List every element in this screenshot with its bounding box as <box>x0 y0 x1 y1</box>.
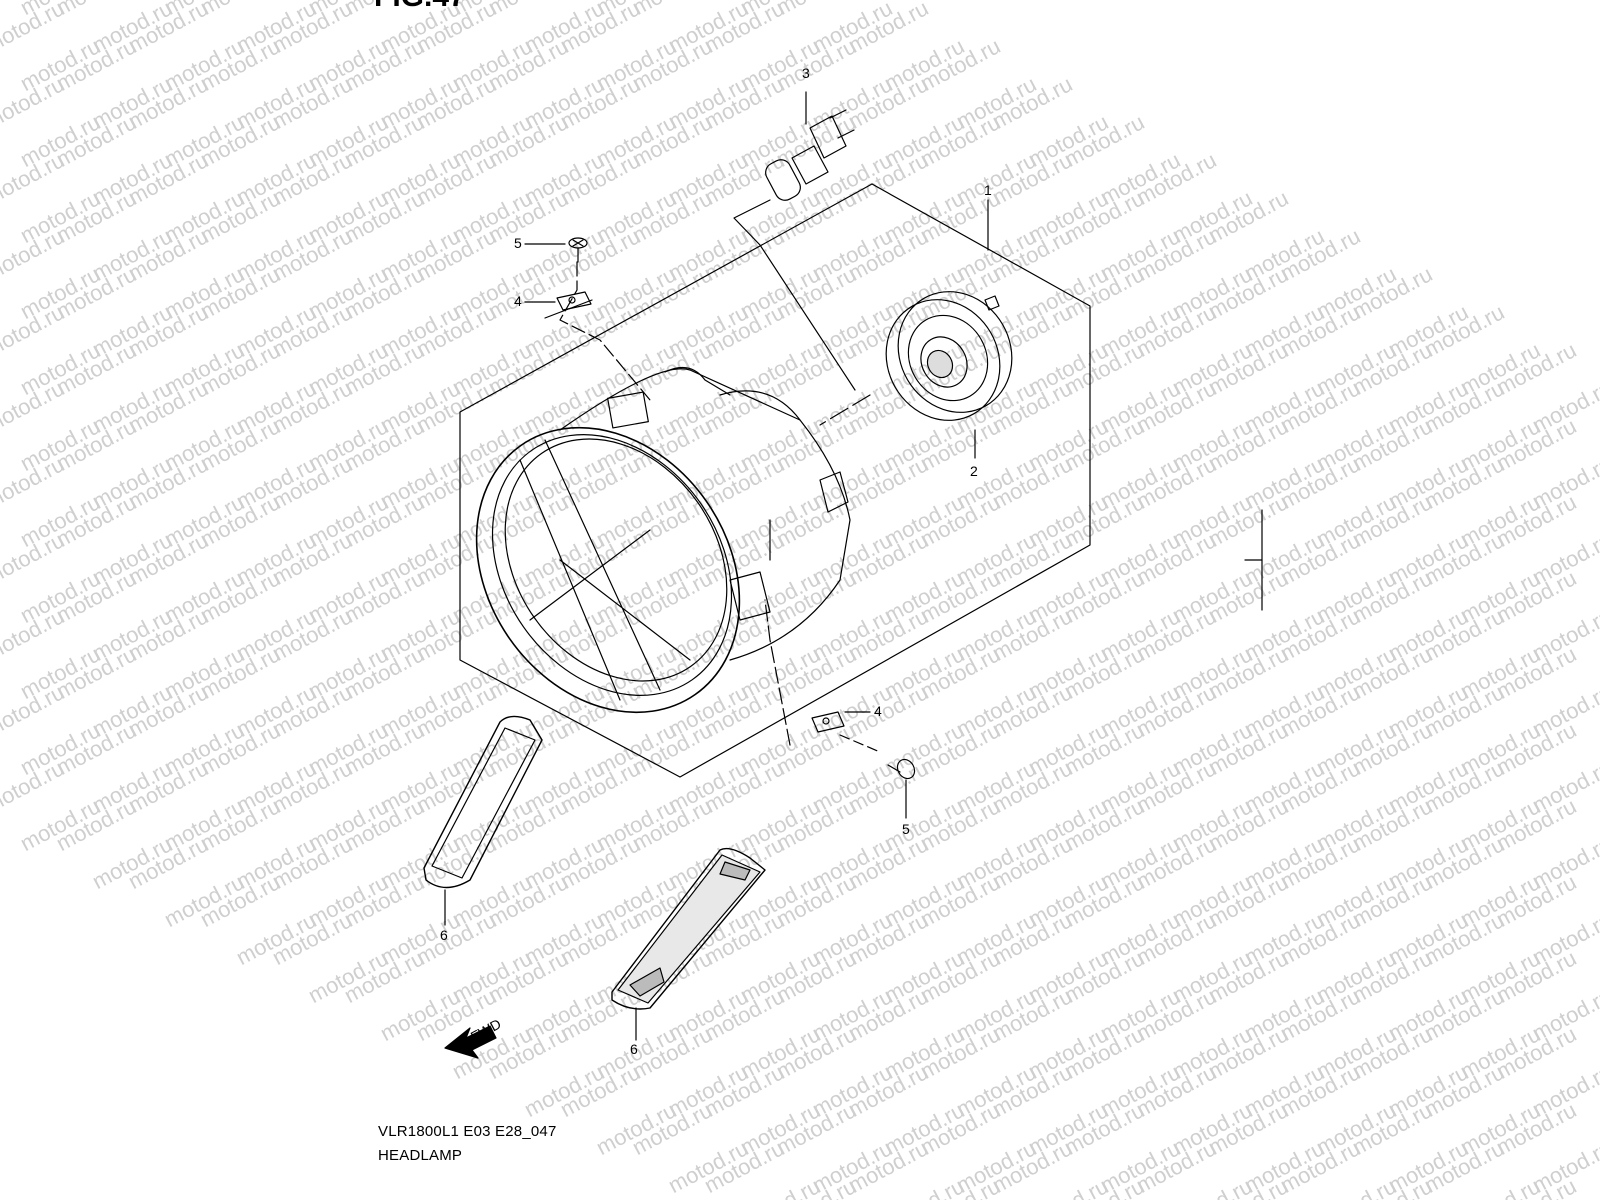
socket-axis-line <box>819 394 871 426</box>
screw-axis-lower <box>839 734 881 753</box>
reflector-left <box>423 715 543 889</box>
callout-3: 3 <box>802 65 810 81</box>
fwd-arrow-icon: FWD <box>444 1016 504 1059</box>
figure-label: FIG.47 <box>374 0 466 14</box>
callout-1: 1 <box>984 182 992 198</box>
nut-frame-lower <box>764 599 791 746</box>
nut-frame-upper <box>544 299 593 319</box>
callout-5-upper: 5 <box>514 235 522 251</box>
clip-nut-upper <box>556 291 592 311</box>
diagram-caption: HEADLAMP <box>378 1147 463 1164</box>
callout-4-upper: 4 <box>514 293 522 309</box>
callout-6-left: 6 <box>440 927 448 943</box>
reflector-right <box>611 847 766 1010</box>
bulb-leader <box>733 199 856 391</box>
callout-5-lower: 5 <box>902 821 910 837</box>
assembly-outline <box>459 183 1091 778</box>
callout-6-right: 6 <box>630 1041 638 1057</box>
screw-lower <box>887 758 916 780</box>
bulb-part-3 <box>765 91 855 201</box>
socket-part-2 <box>885 291 1013 421</box>
callout-4-lower: 4 <box>874 703 882 719</box>
screw-upper <box>568 237 588 263</box>
screw-axis-upper <box>559 261 651 401</box>
headlamp-unit <box>475 366 851 714</box>
clip-nut-lower <box>811 711 845 733</box>
callout-2: 2 <box>970 463 978 479</box>
model-code: VLR1800L1 E03 E28_047 <box>378 1123 557 1140</box>
